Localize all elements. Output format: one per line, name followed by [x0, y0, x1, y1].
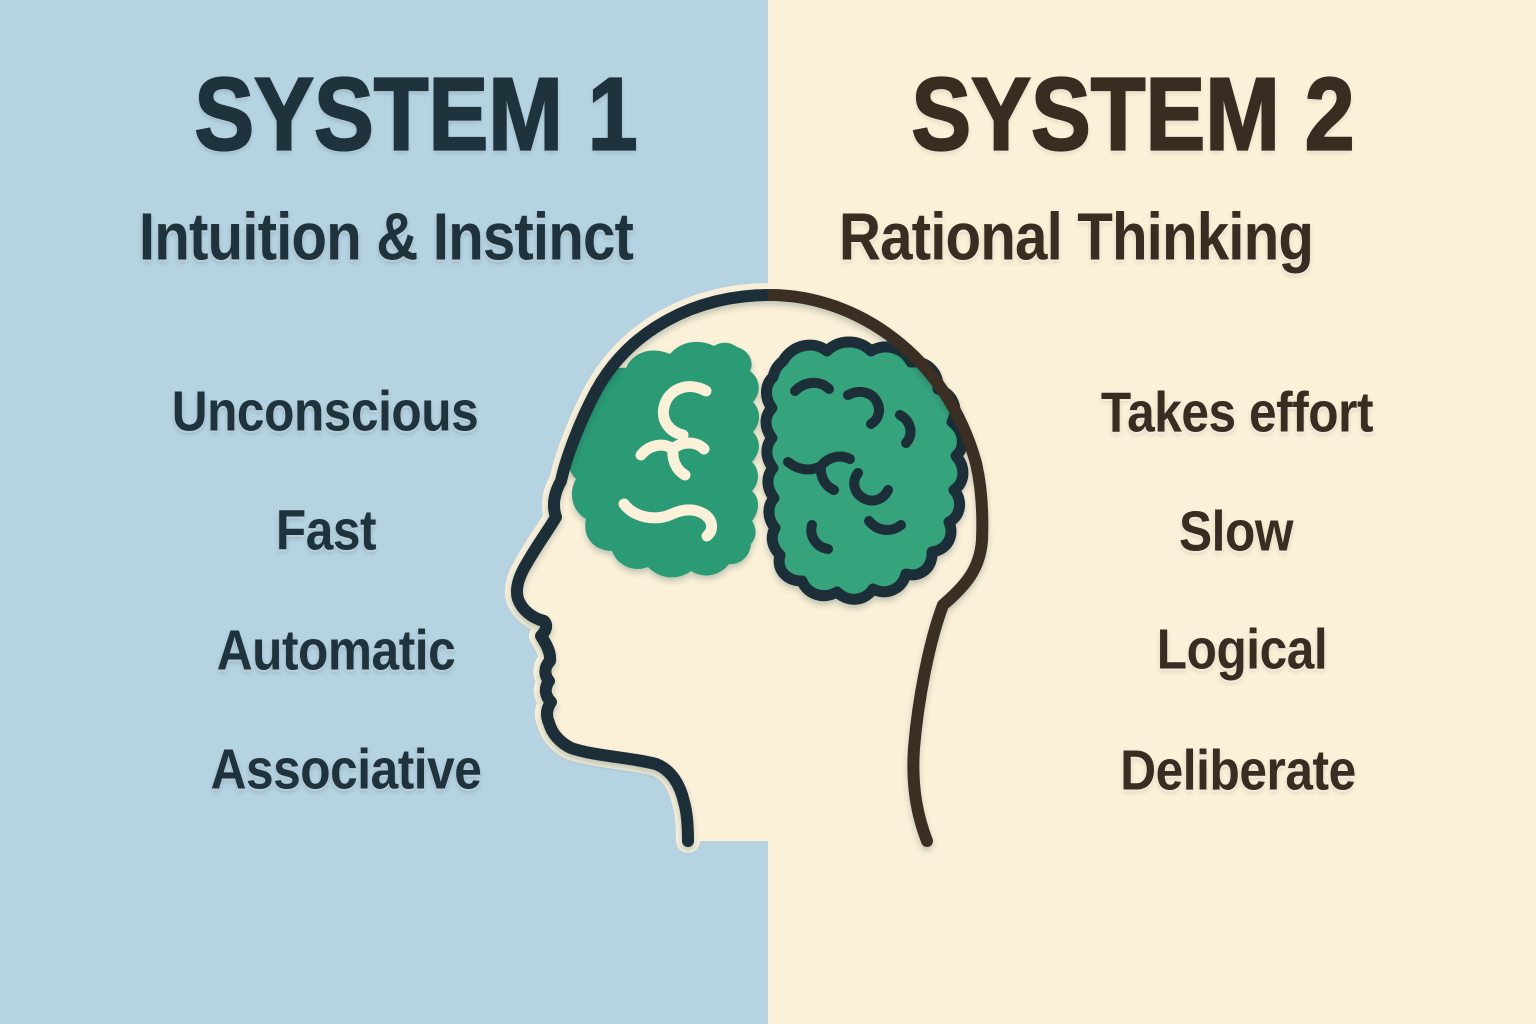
system1-item-fast: Fast: [275, 498, 377, 563]
system1-item-associative: Associative: [210, 737, 482, 802]
system2-subtitle: Rational Thinking: [838, 199, 1314, 275]
system1-title: SYSTEM 1: [161, 56, 670, 172]
system1-item-automatic: Automatic: [216, 618, 456, 683]
system1-item-unconscious: Unconscious: [171, 379, 479, 444]
brain-right-folds: [783, 377, 916, 554]
system1-title-text: SYSTEM 1: [193, 56, 638, 172]
system1-subtitle: Intuition & Instinct: [138, 199, 634, 275]
system2-title: SYSTEM 2: [878, 56, 1387, 172]
system2-title-text: SYSTEM 2: [910, 56, 1355, 172]
system2-item-deliberate: Deliberate: [1120, 738, 1356, 803]
system2-item-logical: Logical: [1156, 617, 1328, 682]
system2-item-slow: Slow: [1179, 499, 1293, 564]
system2-item-takes-effort: Takes effort: [1100, 380, 1374, 445]
brain-left-hemisphere-icon: [568, 341, 759, 578]
brain-left-folds: [618, 381, 717, 542]
